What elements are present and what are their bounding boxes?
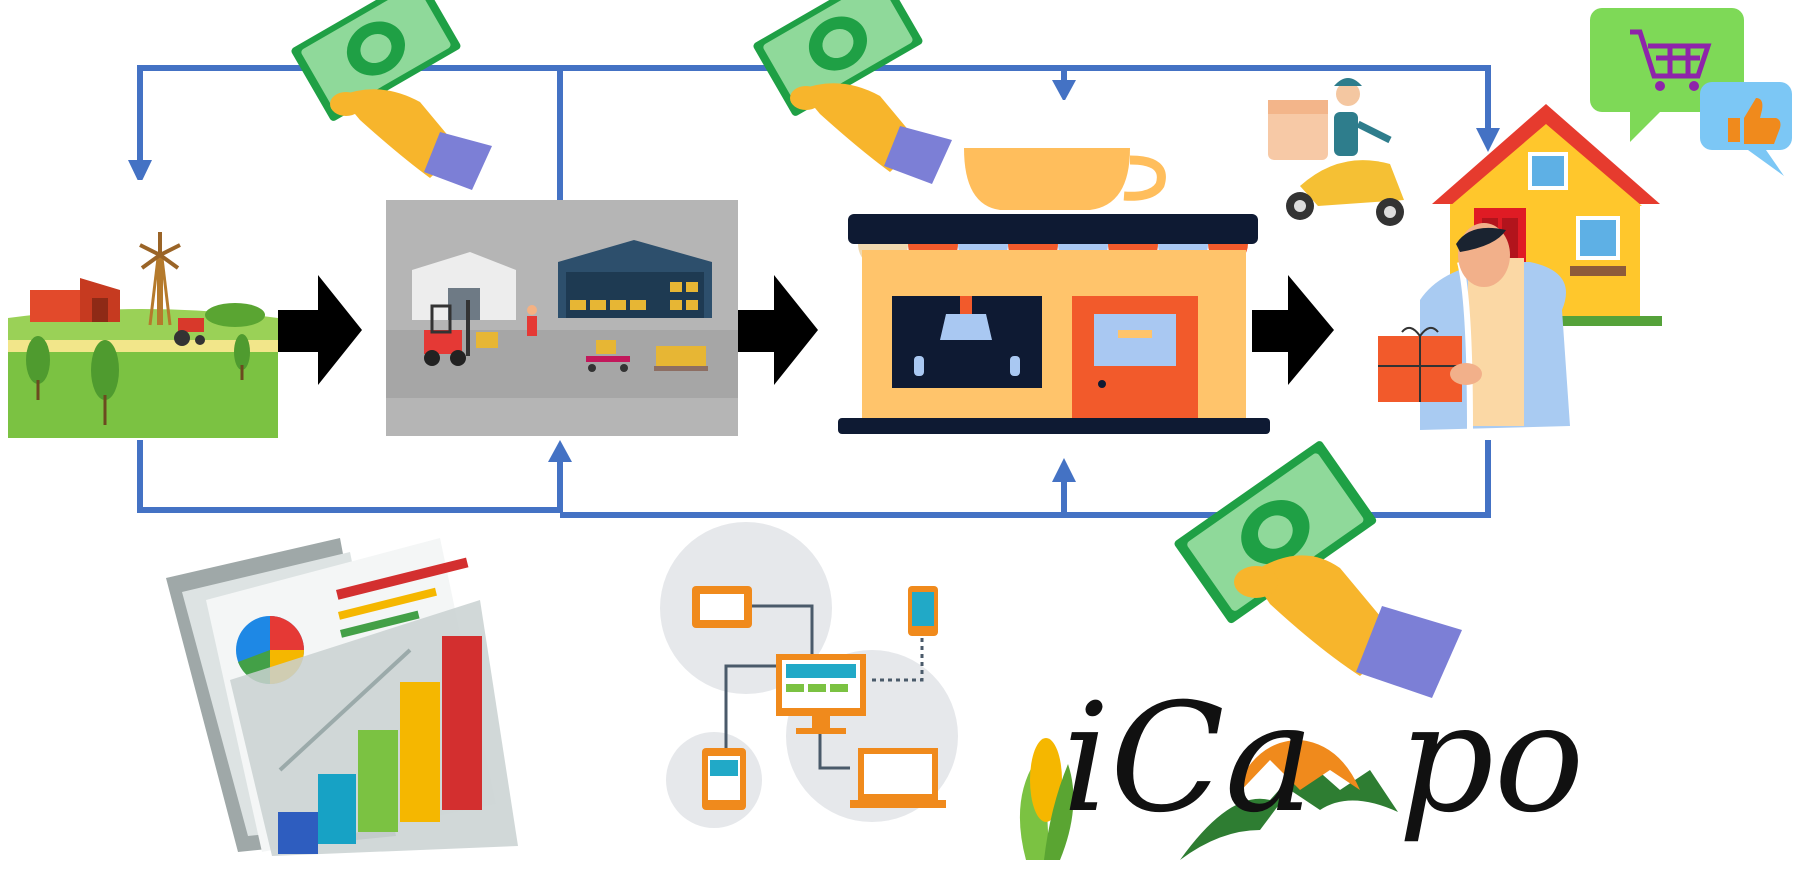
mountain-logo-icon [1180,760,1398,860]
money-hand-icon-hand [1234,555,1462,698]
logo-text-left: iCa [1062,672,1314,846]
flow-arrow-store-to-home [1252,275,1334,385]
warehouse-icon [386,200,738,436]
analytics-bars [278,636,482,854]
money-hand-icon [1174,441,1377,624]
arrowhead-down-farm [128,160,152,185]
flow-line-bottom-left [137,440,563,513]
money-hand-icon-hand [330,89,492,190]
icampo-logo: iCa po [1019,672,1584,860]
arrowhead-down-store [1052,80,1076,102]
arrowhead-up-warehouse [548,440,572,462]
arrowhead-up-store [1052,458,1076,482]
money-hand-icon-hand [790,83,952,184]
flow-arrow-warehouse-to-store [738,275,818,385]
connected-devices-icon [660,522,958,828]
flow-line-bottom-right [560,440,1491,518]
flow-arrowheads [128,80,1500,482]
flow-arrow-farm-to-warehouse [278,275,362,385]
analytics-folder-icon [166,538,518,856]
money-hand-icon [753,0,923,116]
customer-person-icon [1378,223,1570,431]
farm-icon [8,180,278,438]
logo-text-right: po [1398,672,1584,846]
corn-icon [1019,738,1074,860]
sun-logo-icon [1232,740,1360,800]
money-hand-icon [291,0,461,121]
thumbs-up-icon [1700,82,1792,176]
arrowhead-down-home [1476,128,1500,152]
delivery-scooter-icon [1268,78,1404,226]
